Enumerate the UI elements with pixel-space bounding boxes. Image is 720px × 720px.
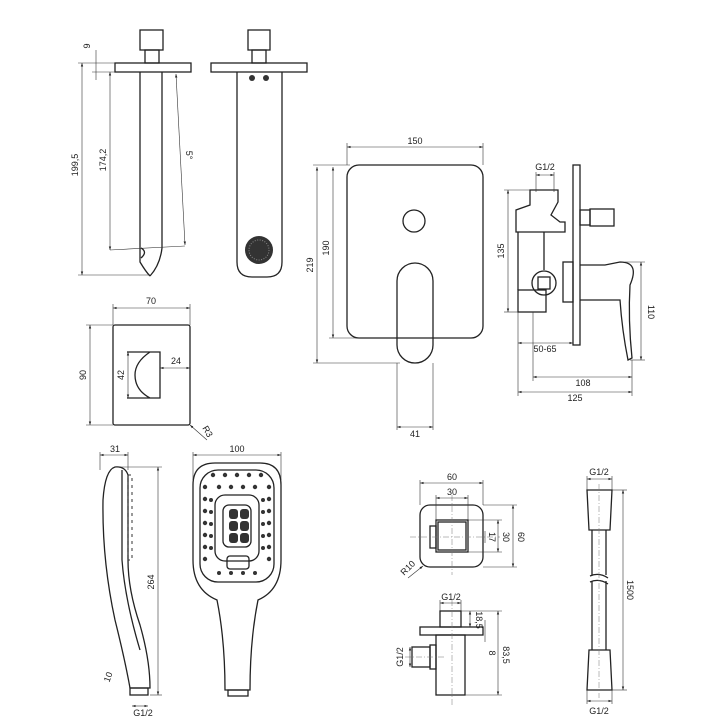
nozzle-dot <box>258 472 264 478</box>
outlet-dim-18-5: 18,5 <box>474 611 484 629</box>
mixer-dim-handle-width: 41 <box>410 429 420 439</box>
handshower-front-view: 100 <box>192 444 282 697</box>
jet-nozzle <box>240 521 249 531</box>
nozzle-dot <box>209 522 213 526</box>
nozzle-dot <box>246 472 252 478</box>
nozzle-dot <box>209 498 213 502</box>
outlet-dim-17: 17 <box>487 532 497 542</box>
handshower-dim-length: 264 <box>146 574 156 589</box>
spout-dim-flange: 9 <box>82 43 92 48</box>
mixer-dim-depth-125: 125 <box>567 393 582 403</box>
shower-holder-view: 70 90 42 24 R3 <box>78 296 215 441</box>
holder-dim-inner-height: 42 <box>116 370 126 380</box>
nozzle-dot <box>261 522 265 526</box>
nozzle-dot <box>240 484 246 490</box>
nozzle-dot <box>222 472 228 478</box>
hose-dim-top-thread: G1/2 <box>589 467 609 477</box>
nozzle-dot <box>261 498 265 502</box>
jet-nozzle <box>229 533 238 543</box>
mixer-side-view: G1/2 135 110 50-65 108 125 <box>496 162 656 403</box>
outlet-dim-radius: R10 <box>399 559 418 578</box>
jet-nozzle <box>240 533 249 543</box>
jet-nozzle <box>229 521 238 531</box>
nozzle-dot <box>202 544 208 550</box>
handshower-dim-depth: 31 <box>110 444 120 454</box>
spout-side-view: 9 199,5 174,2 5° <box>70 29 194 277</box>
handshower-dim-thread: G1/2 <box>133 708 153 718</box>
mixer-dim-plate-height: 190 <box>321 240 331 255</box>
nozzle-dot <box>266 496 272 502</box>
nozzle-dot <box>217 571 221 575</box>
nozzle-dot <box>229 571 233 575</box>
mixer-dim-depth-108: 108 <box>575 378 590 388</box>
nozzle-dot <box>209 510 213 514</box>
hose-dim-length: 1500 <box>625 580 635 600</box>
nozzle-dot <box>241 571 245 575</box>
nozzle-dot <box>252 484 258 490</box>
nozzle-dot <box>202 508 208 514</box>
mixer-dim-width: 150 <box>407 136 422 146</box>
hose-dim-bottom-thread: G1/2 <box>589 706 609 716</box>
nozzle-dot <box>228 484 234 490</box>
jet-nozzle <box>240 509 249 519</box>
nozzle-dot <box>266 508 272 514</box>
nozzle-dot <box>266 544 272 550</box>
mixer-dim-depth-range: 50-65 <box>533 344 556 354</box>
nozzle-dot <box>261 546 265 550</box>
wall-outlet-side-view: G1/2 18,5 8 83,5 G1/2 <box>395 592 511 705</box>
spout-dim-body: 174,2 <box>98 149 108 172</box>
spout-dim-angle: 5° <box>184 151 194 160</box>
nozzle-dot <box>266 520 272 526</box>
mixer-dim-handle-height: 110 <box>646 305 656 319</box>
handshower-dim-width: 100 <box>229 444 244 454</box>
outlet-dim-inner-width: 30 <box>447 487 457 497</box>
nozzle-dot <box>216 484 222 490</box>
spout-dim-total: 199,5 <box>70 154 80 177</box>
holder-dim-height: 90 <box>78 370 88 380</box>
wall-outlet-front-view: 60 30 17 30 60 R10 <box>399 472 526 579</box>
nozzle-dot <box>202 532 208 538</box>
holder-dim-width: 70 <box>146 296 156 306</box>
nozzle-dot <box>261 510 265 514</box>
mixer-dim-thread: G1/2 <box>535 162 555 172</box>
nozzle-dot <box>202 556 208 562</box>
outlet-dim-height: 60 <box>516 532 526 542</box>
nozzle-dot <box>266 532 272 538</box>
spout-front-view <box>210 29 308 278</box>
nozzle-dot <box>266 484 272 490</box>
nozzle-dot <box>209 546 213 550</box>
holder-dim-radius: R3 <box>200 424 214 439</box>
nozzle-dot <box>210 472 216 478</box>
nozzle-dot <box>261 534 265 538</box>
mixer-dim-total-height: 219 <box>305 257 315 272</box>
nozzle-dot <box>202 484 208 490</box>
nozzle-dot <box>202 496 208 502</box>
nozzle-dot <box>209 534 213 538</box>
outlet-dim-8: 8 <box>487 650 497 655</box>
nozzle-dot <box>234 472 240 478</box>
jet-nozzle <box>229 509 238 519</box>
nozzle-dot <box>253 571 257 575</box>
holder-dim-inner-offset: 24 <box>171 356 181 366</box>
shower-hose-view: G1/2 1500 G1/2 <box>586 467 635 716</box>
handshower-side-view: 31 264 10 G1/2 <box>99 444 162 718</box>
nozzle-dot <box>266 556 272 562</box>
outlet-dim-top-thread: G1/2 <box>441 592 461 602</box>
outlet-dim-83-5: 83,5 <box>501 646 511 664</box>
mixer-front-view: 150 190 219 41 <box>305 136 484 439</box>
outlet-dim-inner-height: 30 <box>501 532 511 542</box>
outlet-dim-side-thread: G1/2 <box>395 647 405 667</box>
handshower-dim-nozzle: 10 <box>102 671 115 684</box>
outlet-dim-width: 60 <box>447 472 457 482</box>
mixer-dim-body-height: 135 <box>496 243 506 258</box>
nozzle-dot <box>202 520 208 526</box>
